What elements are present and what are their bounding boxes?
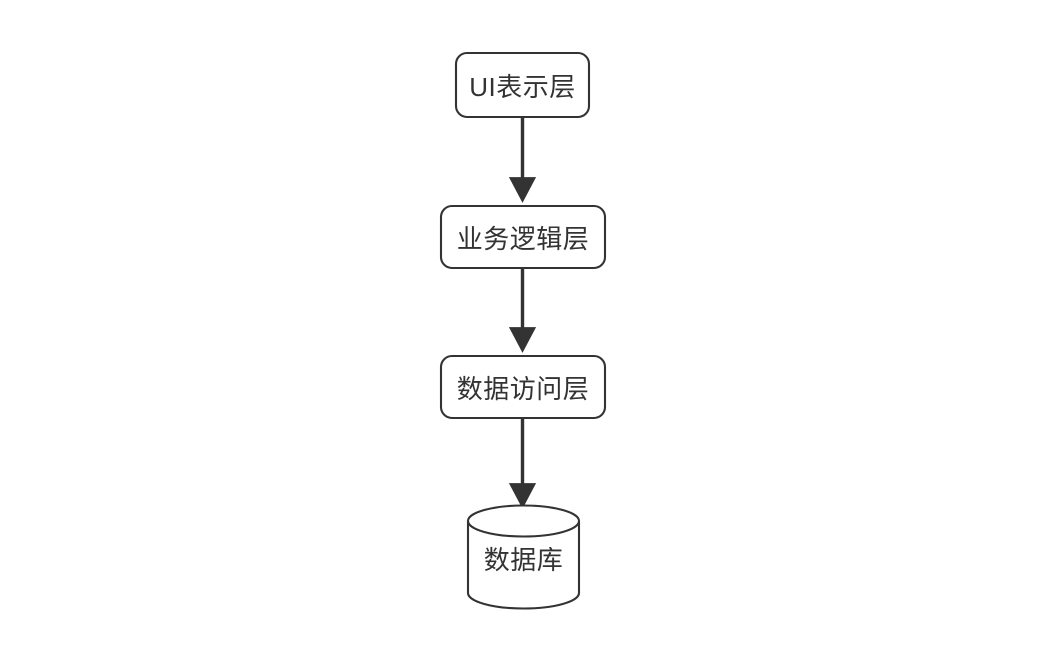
node-shape-database [466, 504, 581, 610]
node-business-layer[interactable] [440, 205, 606, 269]
node-ui-layer[interactable] [455, 52, 590, 118]
node-shape-business-layer [439, 204, 607, 270]
node-shape-ui-layer [454, 51, 591, 119]
node-shape-data-access-layer [439, 354, 607, 420]
node-database[interactable] [467, 506, 580, 609]
node-data-access-layer[interactable] [440, 355, 606, 419]
